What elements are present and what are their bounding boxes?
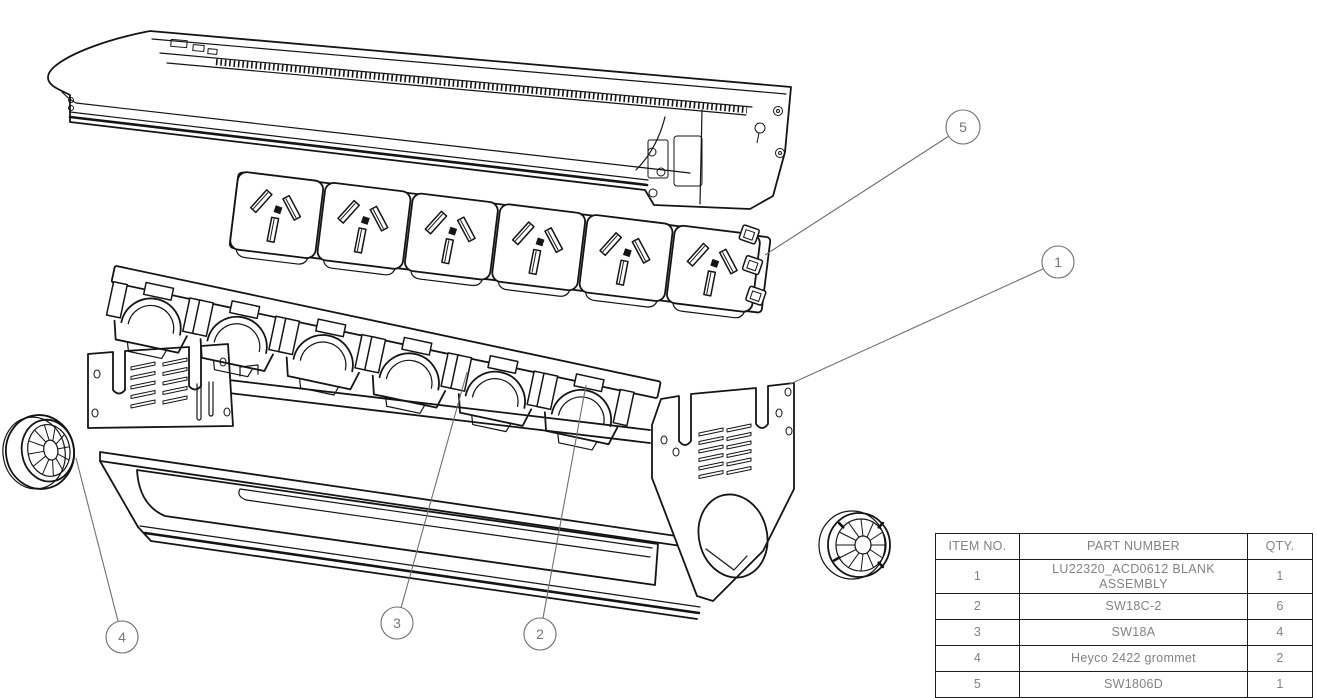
balloon-circle <box>1041 245 1075 279</box>
mounting-pin <box>208 381 214 417</box>
bom-qty: 6 <box>1247 593 1313 620</box>
grommet-left <box>2 414 75 490</box>
bom-part-number: SW18A <box>1019 619 1248 646</box>
bom-part-number: LU22320_ACD0612 BLANK ASSEMBLY <box>1019 559 1248 594</box>
balloon-number: 3 <box>393 615 401 631</box>
bom-row-1: 1 LU22320_ACD0612 BLANK ASSEMBLY 1 <box>935 559 1313 594</box>
housing-front-trough <box>99 451 701 620</box>
bom-part-number: SW18C-2 <box>1019 593 1248 620</box>
housing-left-end-plate <box>87 343 234 429</box>
balloon-5: 5 <box>764 109 981 256</box>
lid-right-edge <box>635 116 666 171</box>
mechanism-rail <box>99 265 662 457</box>
balloon-circle <box>105 620 139 654</box>
grommet-hole <box>697 493 769 579</box>
bom-qty: 1 <box>1247 559 1313 594</box>
balloon-3: 3 <box>380 371 468 640</box>
balloon-circle <box>380 606 414 640</box>
balloon-number: 5 <box>959 119 967 135</box>
leader-line <box>542 384 587 619</box>
bom-item-no: 2 <box>935 593 1020 620</box>
balloon-number: 2 <box>536 626 544 642</box>
leader-line <box>75 457 119 622</box>
balloon-circle <box>945 109 981 145</box>
socket-module <box>576 213 675 310</box>
bom-part-number: Heyco 2422 grommet <box>1019 645 1248 672</box>
bom-row-4: 4 Heyco 2422 grommet 2 <box>935 645 1313 672</box>
bom-qty: 4 <box>1247 619 1313 646</box>
balloon-number: 4 <box>118 629 126 645</box>
grommet-right <box>818 510 891 580</box>
outlet-strip <box>227 170 772 321</box>
right-plate-screw-holes <box>660 387 793 457</box>
bom-qty: 2 <box>1247 645 1313 672</box>
bom-row-2: 2 SW18C-2 6 <box>935 593 1313 620</box>
bom-header-qty: QTY. <box>1247 533 1313 560</box>
housing-tray <box>87 343 795 620</box>
balloon-number: 1 <box>1054 254 1062 270</box>
end-connector-terminals <box>738 224 767 306</box>
mounting-pin <box>196 383 202 421</box>
socket-module <box>227 170 326 267</box>
cover-right-end-cap <box>647 106 785 205</box>
socket-module <box>402 191 500 289</box>
balloon-4: 4 <box>75 457 139 654</box>
balloon-circle <box>523 617 557 651</box>
top-cover-assembly <box>47 30 792 210</box>
leader-line <box>400 371 468 609</box>
bom-item-no: 3 <box>935 619 1020 646</box>
leader-line <box>789 268 1044 385</box>
bom-header-item-no: ITEM NO. <box>935 533 1020 560</box>
bom-row-3: 3 SW18A 4 <box>935 619 1313 646</box>
bom-part-number: SW1806D <box>1019 671 1248 698</box>
bom-qty: 1 <box>1247 671 1313 698</box>
cover-lid-seam <box>61 91 691 174</box>
bom-table: ITEM NO. PART NUMBER QTY. 1 LU22320_ACD0… <box>935 533 1313 698</box>
bom-header-row: ITEM NO. PART NUMBER QTY. <box>935 533 1313 560</box>
bom-header-part-number: PART NUMBER <box>1019 533 1248 560</box>
bom-row-5: 5 SW1806D 1 <box>935 671 1313 698</box>
bom-item-no: 4 <box>935 645 1020 672</box>
socket-module <box>489 202 588 300</box>
socket-module <box>314 180 413 278</box>
balloon-2: 2 <box>523 384 587 651</box>
bom-item-no: 1 <box>935 559 1020 594</box>
cover-brush-strip <box>159 38 753 116</box>
bom-item-no: 5 <box>935 671 1020 698</box>
balloon-1: 1 <box>789 245 1075 385</box>
housing-right-end-plate <box>651 382 795 602</box>
leader-line <box>764 135 950 256</box>
